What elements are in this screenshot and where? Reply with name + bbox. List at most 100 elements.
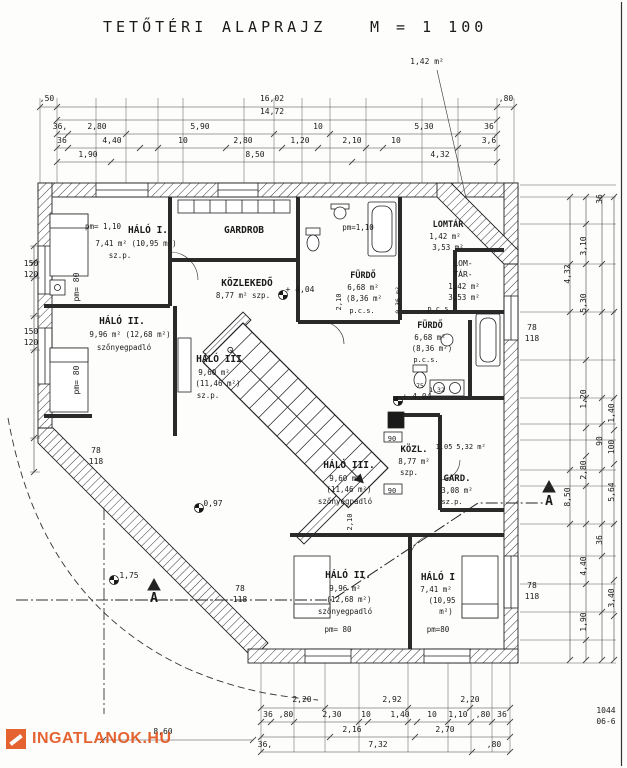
sink-icon xyxy=(440,333,454,347)
plan-label: 3,53 m² xyxy=(448,293,480,302)
plan-label: ,80 xyxy=(279,710,294,719)
plan-label: KÖZLEKEDŐ xyxy=(221,278,273,289)
ingatlanok-logo-icon xyxy=(6,729,26,749)
plan-label: TÁR- xyxy=(453,268,472,279)
wall-bottom xyxy=(247,648,519,664)
plan-label: 36 xyxy=(57,136,67,145)
dimension-lines xyxy=(30,98,618,756)
window-icon xyxy=(503,295,519,341)
plan-label: (12,68 m²) xyxy=(326,595,371,604)
plan-label: 1,20 xyxy=(290,136,309,145)
plan-label: 4,40 xyxy=(579,556,588,575)
staircase xyxy=(202,322,389,509)
plan-label: 1,32 xyxy=(429,386,445,394)
title-room-type: TETŐTÉRI xyxy=(103,18,208,36)
plan-label: 2,30 xyxy=(322,710,341,719)
plan-label: 5,32 m² xyxy=(456,443,486,451)
plan-label: 3,10 xyxy=(579,236,588,255)
plan-label: 1,40 xyxy=(607,403,616,422)
plan-label: 3,6 xyxy=(482,136,497,145)
plan-label: 6,68 m² xyxy=(414,333,446,342)
plan-label: 5,90 xyxy=(190,122,209,131)
plan-label: 78 xyxy=(91,446,101,455)
plan-label: FÜRDŐ xyxy=(350,270,376,281)
dim-tick xyxy=(413,718,421,726)
title-plan-type: ALAPRAJZ xyxy=(222,18,327,36)
sink-icon xyxy=(330,203,350,220)
door-opening xyxy=(383,431,403,443)
dim-tick xyxy=(348,158,356,166)
plan-label: 9,60 m² xyxy=(329,474,361,483)
dim-tick xyxy=(278,144,286,152)
door-arcs xyxy=(169,251,461,561)
plan-label: 1,42 m² xyxy=(448,282,480,291)
plan-label: (8,36 m²) xyxy=(412,344,453,353)
plan-label: 1,90 xyxy=(579,612,588,631)
plan-label: 36 xyxy=(595,535,604,545)
door-arc xyxy=(409,534,436,561)
plan-label: ,80 xyxy=(476,710,491,719)
drawing-title: TETŐTÉRI ALAPRAJZ M = 1 100 xyxy=(0,18,627,42)
plan-label: 1,05 xyxy=(436,443,453,451)
plan-label: 78 xyxy=(527,323,537,332)
dim-tick xyxy=(364,718,372,726)
plan-label: 90 xyxy=(388,487,396,495)
plan-label: szőnyegpadló xyxy=(318,607,373,616)
bathtub-icon xyxy=(475,313,501,367)
plan-label: HÁLÓ II. xyxy=(99,315,145,327)
plan-label: ,80 xyxy=(487,740,502,749)
plan-label: 0,97 xyxy=(203,499,222,508)
plan-label: 1044 xyxy=(596,706,615,715)
plan-label: LOMTÁR xyxy=(433,218,465,230)
dim-tick xyxy=(222,144,230,152)
plan-label: A xyxy=(545,494,553,509)
plan-label: (10,95 xyxy=(428,596,455,605)
plan-label: pm= 80 xyxy=(72,365,81,394)
plan-label: p.c.s. xyxy=(427,305,452,313)
plan-label: 8,77 m² xyxy=(398,457,430,466)
plan-label: 2,80 xyxy=(87,122,106,131)
door-arc xyxy=(169,251,199,281)
plan-label: 2,10 xyxy=(335,294,343,311)
plan-label: 78 xyxy=(235,584,245,593)
interior-walls xyxy=(44,197,504,649)
plan-label: 120 xyxy=(24,270,39,279)
dim-tick xyxy=(64,144,72,152)
window-icon xyxy=(423,648,471,664)
plan-label: 1,42 m² xyxy=(429,232,461,241)
level-mark-icon xyxy=(393,396,403,406)
plan-label: FÜRDŐ xyxy=(417,320,443,331)
wall-diagonal xyxy=(37,427,269,659)
plan-label: 2,20 xyxy=(460,695,479,704)
plan-label: KÖZL. xyxy=(400,444,427,455)
bed-icon xyxy=(461,555,499,619)
plan-label: pm=1,10 xyxy=(342,223,374,232)
plan-label: (11,46 m²) xyxy=(195,379,240,388)
plan-label: 5,30 xyxy=(579,293,588,312)
plan-label: GARD. xyxy=(443,474,470,484)
level-mark-icon xyxy=(109,575,119,585)
fixtures xyxy=(49,199,501,619)
dim-tick xyxy=(411,733,419,741)
dim-tick xyxy=(107,158,115,166)
plan-label: 6,68 m² xyxy=(347,283,379,292)
dim-tick xyxy=(314,144,322,152)
plan-label: 7,32 xyxy=(368,740,387,749)
watermark: INGATLANOK.HU xyxy=(6,729,172,749)
dim-tick xyxy=(379,144,387,152)
plan-label: 8,77 m² szp. xyxy=(216,291,270,300)
plan-label: 1,42 m² xyxy=(410,57,444,66)
section-line xyxy=(115,479,556,601)
plan-label: A xyxy=(150,591,158,606)
plan-label: 4,40 xyxy=(102,136,121,145)
plan-label: 120 xyxy=(24,338,39,347)
plan-label: szőnyegpadló xyxy=(97,343,152,352)
plan-label: p.c.s. xyxy=(349,307,374,315)
bed-icon xyxy=(49,213,89,277)
plan-label: + 4,04 xyxy=(286,285,315,294)
plan-label: 4,32 xyxy=(430,150,449,159)
plan-label: 8,60 xyxy=(153,727,172,736)
plan-label: HÁLÓ III xyxy=(196,353,242,365)
plan-label: p.c.s. xyxy=(413,356,438,364)
